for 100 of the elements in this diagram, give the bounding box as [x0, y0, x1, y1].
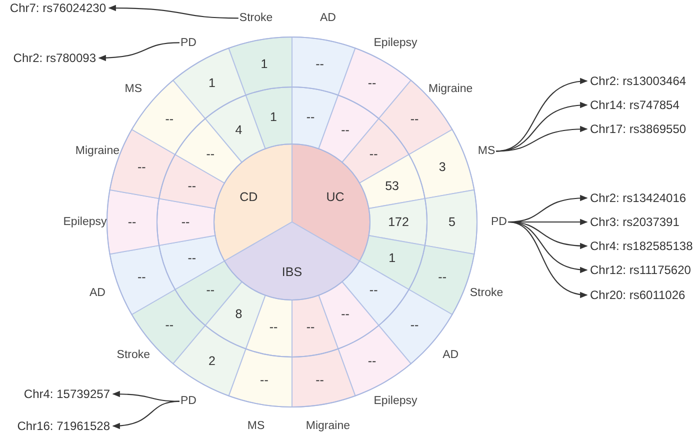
snp-label: Chr12: rs11175620: [590, 263, 691, 277]
ring-segment: [338, 325, 411, 396]
arrow: [108, 5, 238, 19]
count-value: --: [137, 160, 146, 174]
ring-segment: [368, 198, 427, 246]
arrow: [112, 391, 180, 402]
ring-segment: [175, 118, 242, 183]
ring-segment: [245, 87, 292, 149]
count-value: --: [410, 318, 419, 332]
count-value: 2: [208, 354, 216, 368]
count-value: --: [368, 354, 376, 368]
center-sector: [224, 222, 360, 300]
ring-segment: [173, 325, 246, 396]
ring-segment: [338, 48, 411, 119]
count-value: --: [410, 112, 419, 126]
center-sector: [214, 144, 292, 262]
ring-segment: [205, 281, 266, 349]
disease-label: Epilepsy: [374, 36, 418, 49]
snp-label: Chr14: rs747854: [590, 98, 680, 112]
count-value: --: [269, 320, 278, 334]
disease-label: Migraine: [75, 145, 120, 158]
ring-segment: [318, 281, 379, 349]
count-value: 1: [270, 110, 277, 124]
ring-segment: [424, 189, 477, 255]
count-value: 53: [385, 178, 400, 193]
snp-label: Chr17: rs3869550: [590, 122, 686, 136]
ring-segment: [408, 129, 475, 199]
snp-label: Chr2: rs780093: [13, 51, 96, 65]
disease-label: Epilepsy: [63, 216, 107, 228]
ring-segment: [109, 245, 176, 315]
snp-label: Chr2: rs13424016: [590, 191, 686, 205]
disease-label: MS: [124, 82, 142, 95]
count-value: --: [206, 283, 215, 298]
count-value: --: [206, 146, 215, 161]
count-value: --: [341, 307, 350, 322]
ring-segment: [205, 95, 266, 163]
ring-segment: [228, 37, 292, 96]
disease-label: MS: [478, 145, 496, 158]
ring-segment: [245, 295, 292, 357]
count-value: 172: [388, 215, 409, 229]
ring-segment: [292, 295, 339, 357]
ring-segment: [359, 235, 425, 290]
ring-segment: [292, 87, 339, 149]
ring-segment: [159, 235, 225, 290]
count-value: --: [188, 251, 196, 266]
snp-label: Chr4: 15739257: [24, 387, 110, 401]
count-value: 5: [448, 215, 456, 229]
disease-label: PD: [180, 395, 196, 408]
ring-segment: [292, 37, 356, 96]
ring-segment: [228, 348, 292, 407]
sector-label: CD: [240, 190, 258, 204]
snp-label: Chr2: rs13003464: [590, 74, 686, 88]
count-value: --: [165, 112, 174, 126]
ring-segment: [175, 261, 242, 326]
count-value: 4: [235, 122, 242, 137]
disease-label: Stroke: [470, 286, 504, 299]
snp-label: Chr4: rs182585138: [590, 239, 693, 253]
center-sector: [292, 144, 370, 261]
ring-segment: [107, 189, 160, 255]
disease-label: AD: [442, 349, 459, 362]
disease-label: Migraine: [428, 82, 473, 95]
ring-segment: [292, 348, 356, 407]
disease-label: Stroke: [239, 12, 273, 24]
sector-label: IBS: [282, 265, 302, 279]
count-value: 3: [438, 160, 446, 174]
disease-label: PD: [180, 36, 196, 49]
disease-label: MS: [247, 420, 265, 432]
count-value: --: [369, 146, 378, 161]
ring-segment: [342, 118, 409, 183]
count-value: --: [137, 270, 146, 284]
arrow: [112, 400, 180, 429]
count-value: --: [181, 215, 190, 229]
count-value: --: [369, 283, 378, 298]
disease-label: AD: [320, 12, 336, 24]
ring-segment: [342, 261, 409, 326]
disease-label: Epilepsy: [374, 395, 418, 408]
disease-label: AD: [89, 286, 106, 299]
disease-label: PD: [491, 216, 507, 228]
count-value: --: [260, 372, 268, 387]
snp-label: Chr3: rs2037391: [590, 215, 680, 229]
disease-label: Stroke: [116, 349, 150, 362]
count-value: --: [165, 318, 174, 332]
arrow: [98, 42, 180, 61]
count-value: --: [438, 270, 446, 284]
count-value: --: [128, 215, 136, 229]
arrow: [508, 221, 588, 298]
count-value: --: [368, 76, 376, 90]
ring-segment: [159, 154, 225, 209]
count-value: --: [341, 122, 350, 137]
disease-label: Migraine: [306, 420, 350, 432]
sector-label: UC: [326, 190, 344, 204]
count-value: 1: [260, 57, 268, 72]
snp-label: Chr16: 71961528: [17, 419, 110, 433]
ring-segment: [318, 95, 379, 163]
count-value: --: [306, 110, 315, 124]
ring-segment: [173, 48, 246, 119]
ring-segment: [359, 154, 425, 209]
count-value: 8: [235, 307, 242, 322]
count-value: --: [316, 372, 324, 387]
count-value: 1: [208, 76, 216, 90]
